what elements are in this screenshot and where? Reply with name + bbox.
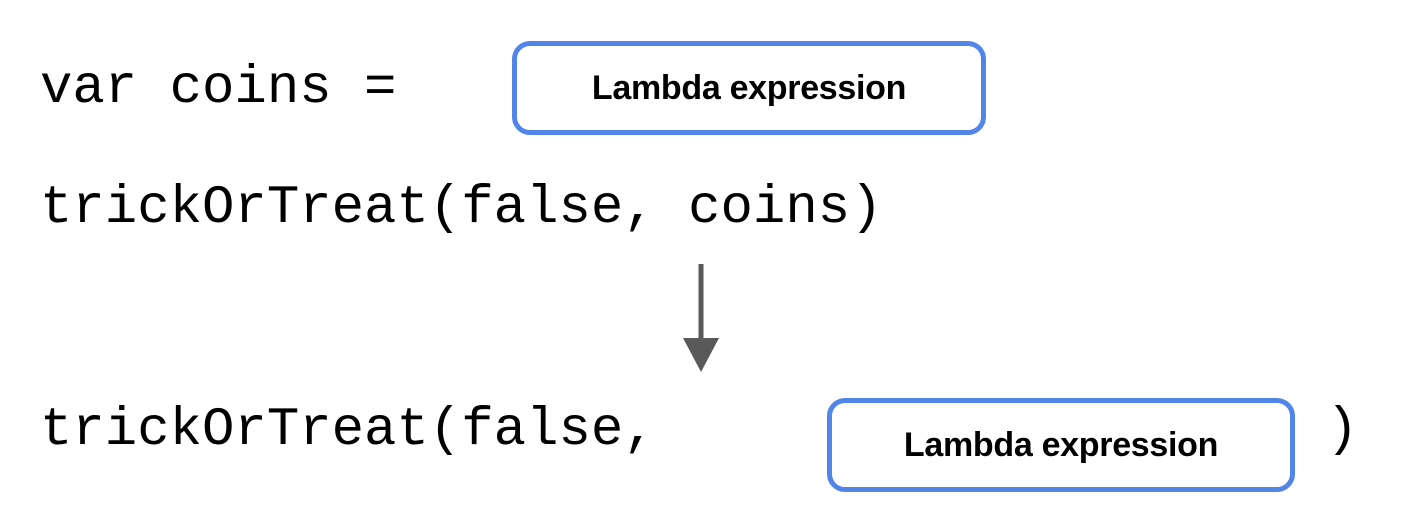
- lambda-expression-badge-label: Lambda expression: [903, 426, 1219, 464]
- code-line-trickortreat-call-before: trickOrTreat(false, coins): [40, 178, 883, 239]
- lambda-expression-badge-inline-argument[interactable]: Lambda expression: [827, 398, 1295, 492]
- down-arrow-icon: [683, 264, 719, 372]
- code-closing-paren: ): [1326, 400, 1359, 461]
- code-line-var-coins-assignment: var coins =: [40, 58, 429, 119]
- code-line-trickortreat-call-after: trickOrTreat(false,: [40, 400, 689, 461]
- lambda-expression-badge-assignment[interactable]: Lambda expression: [512, 41, 986, 135]
- lambda-expression-badge-label: Lambda expression: [591, 69, 907, 107]
